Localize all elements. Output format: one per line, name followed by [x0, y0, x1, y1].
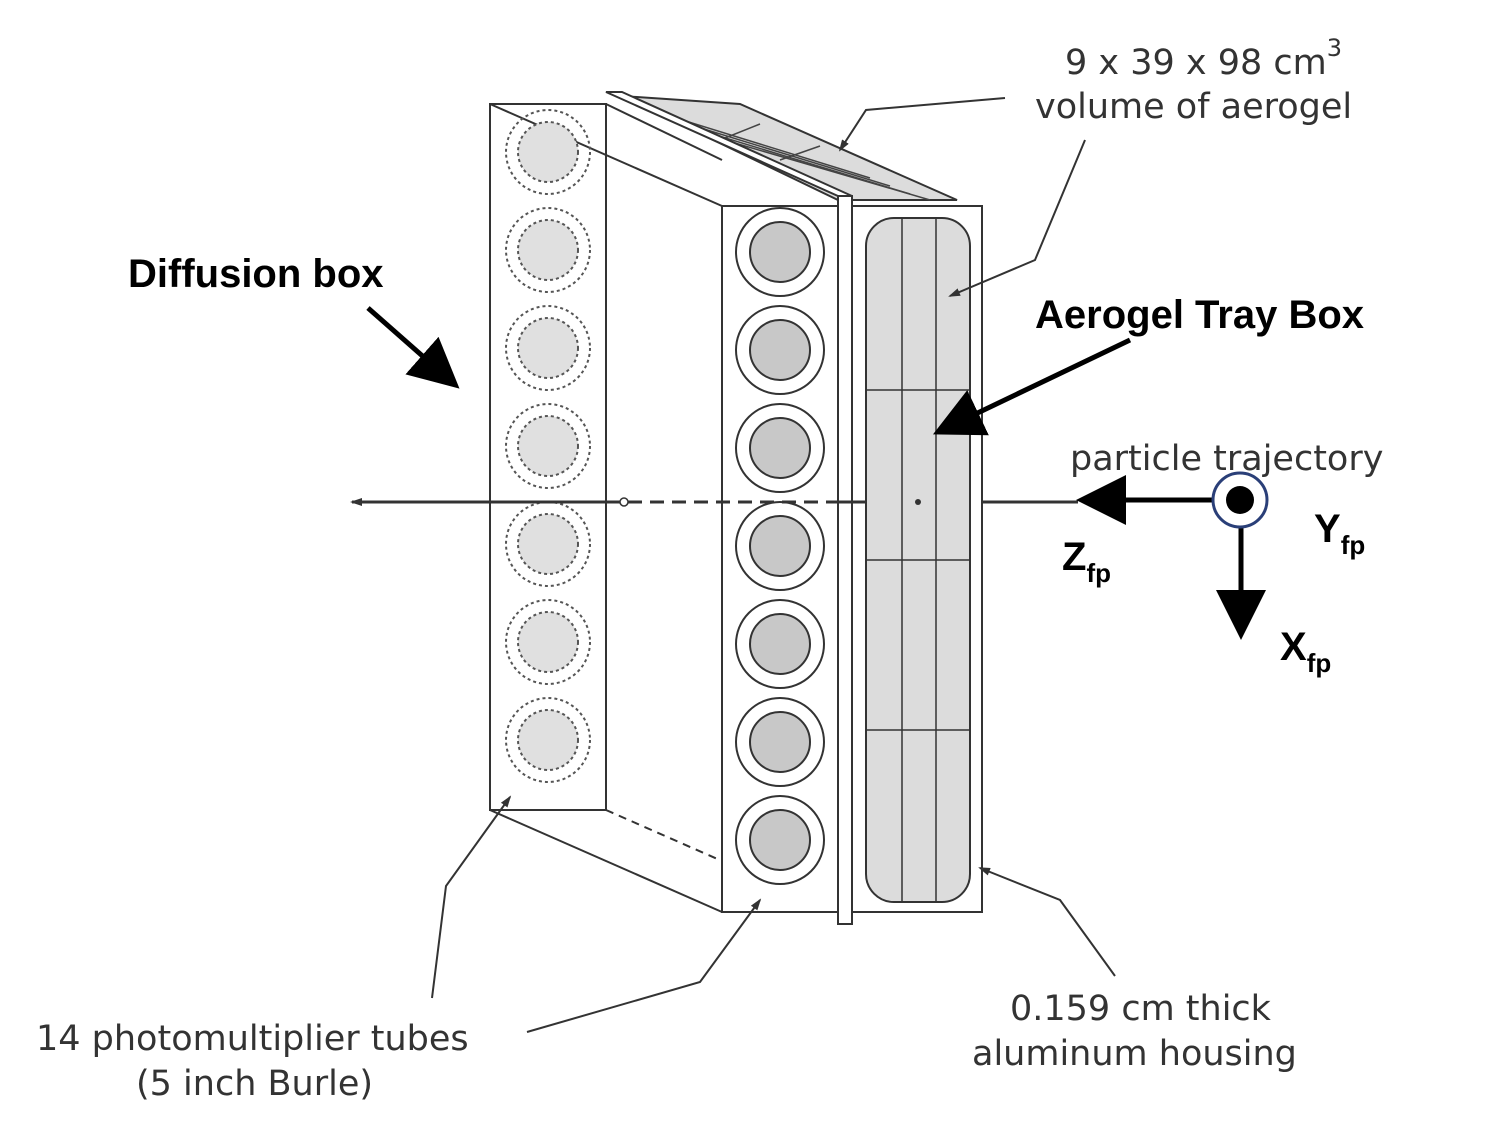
x-axis-label: Xfp [1280, 625, 1331, 678]
back-pmt-outer-ring [505, 501, 591, 587]
coordinate-system [1076, 471, 1269, 640]
front-pmt [749, 319, 811, 381]
diffusion-box-arrow [366, 306, 460, 389]
housing-leader [978, 867, 1116, 977]
pmt-label-line2: (5 inch Burle) [136, 1064, 373, 1104]
y-axis-label: Yfp [1314, 507, 1365, 560]
z-axis-label: Zfp [1062, 535, 1111, 588]
back-pmt [517, 611, 579, 673]
particle-trajectory-label: particle trajectory [1070, 439, 1383, 479]
back-pmt [517, 317, 579, 379]
aerogel-top-surface [621, 95, 958, 201]
back-pmt [517, 513, 579, 575]
front-pmt [749, 417, 811, 479]
back-pmt-outer-ring [505, 697, 591, 783]
back-pmt-column [505, 109, 591, 783]
pmt-leader-back [431, 795, 512, 999]
aerogel-volume-side-leader [948, 139, 1086, 297]
aerogel-volume-label: 9 x 39 x 98 cm3 [1065, 34, 1342, 83]
back-pmt-outer-ring [505, 305, 591, 391]
aerogel-tray-box [605, 91, 983, 925]
back-pmt [517, 121, 579, 183]
back-pmt [517, 709, 579, 771]
diffusion-box-label: Diffusion box [128, 252, 384, 296]
pmt-panel [721, 205, 839, 913]
front-pmt [749, 515, 811, 577]
diffusion-box [489, 103, 839, 913]
diffusion-box-top-edge-2 [605, 103, 723, 161]
pmt-label-line1: 14 photomultiplier tubes [36, 1019, 469, 1059]
housing-label-line2: aluminum housing [972, 1034, 1297, 1074]
front-pmt-column [735, 207, 825, 885]
aerogel-tray-arrow [932, 337, 1132, 436]
aerogel-volume-top-leader [838, 97, 1006, 152]
front-pmt [749, 613, 811, 675]
callout-leaders [431, 97, 1116, 1033]
back-pmt-outer-ring [505, 403, 591, 489]
back-pmt-outer-ring [505, 207, 591, 293]
front-pmt [749, 809, 811, 871]
diffusion-box-bottom-edge [489, 809, 723, 913]
particle-trajectory-line [350, 497, 1078, 507]
separator-plate [837, 195, 853, 925]
back-pmt-outer-ring [505, 599, 591, 685]
pmt-leader-front [526, 898, 762, 1033]
aerogel-volume-label-line2: volume of aerogel [1035, 87, 1352, 127]
back-pmt [517, 415, 579, 477]
front-pmt [749, 711, 811, 773]
housing-label-line1: 0.159 cm thick [1010, 989, 1272, 1029]
back-pmt-outer-ring [505, 109, 591, 195]
aerogel-tray-box-label: Aerogel Tray Box [1035, 293, 1364, 337]
back-pmt [517, 219, 579, 281]
front-pmt [749, 221, 811, 283]
diffusion-box-top-edge [489, 103, 723, 207]
